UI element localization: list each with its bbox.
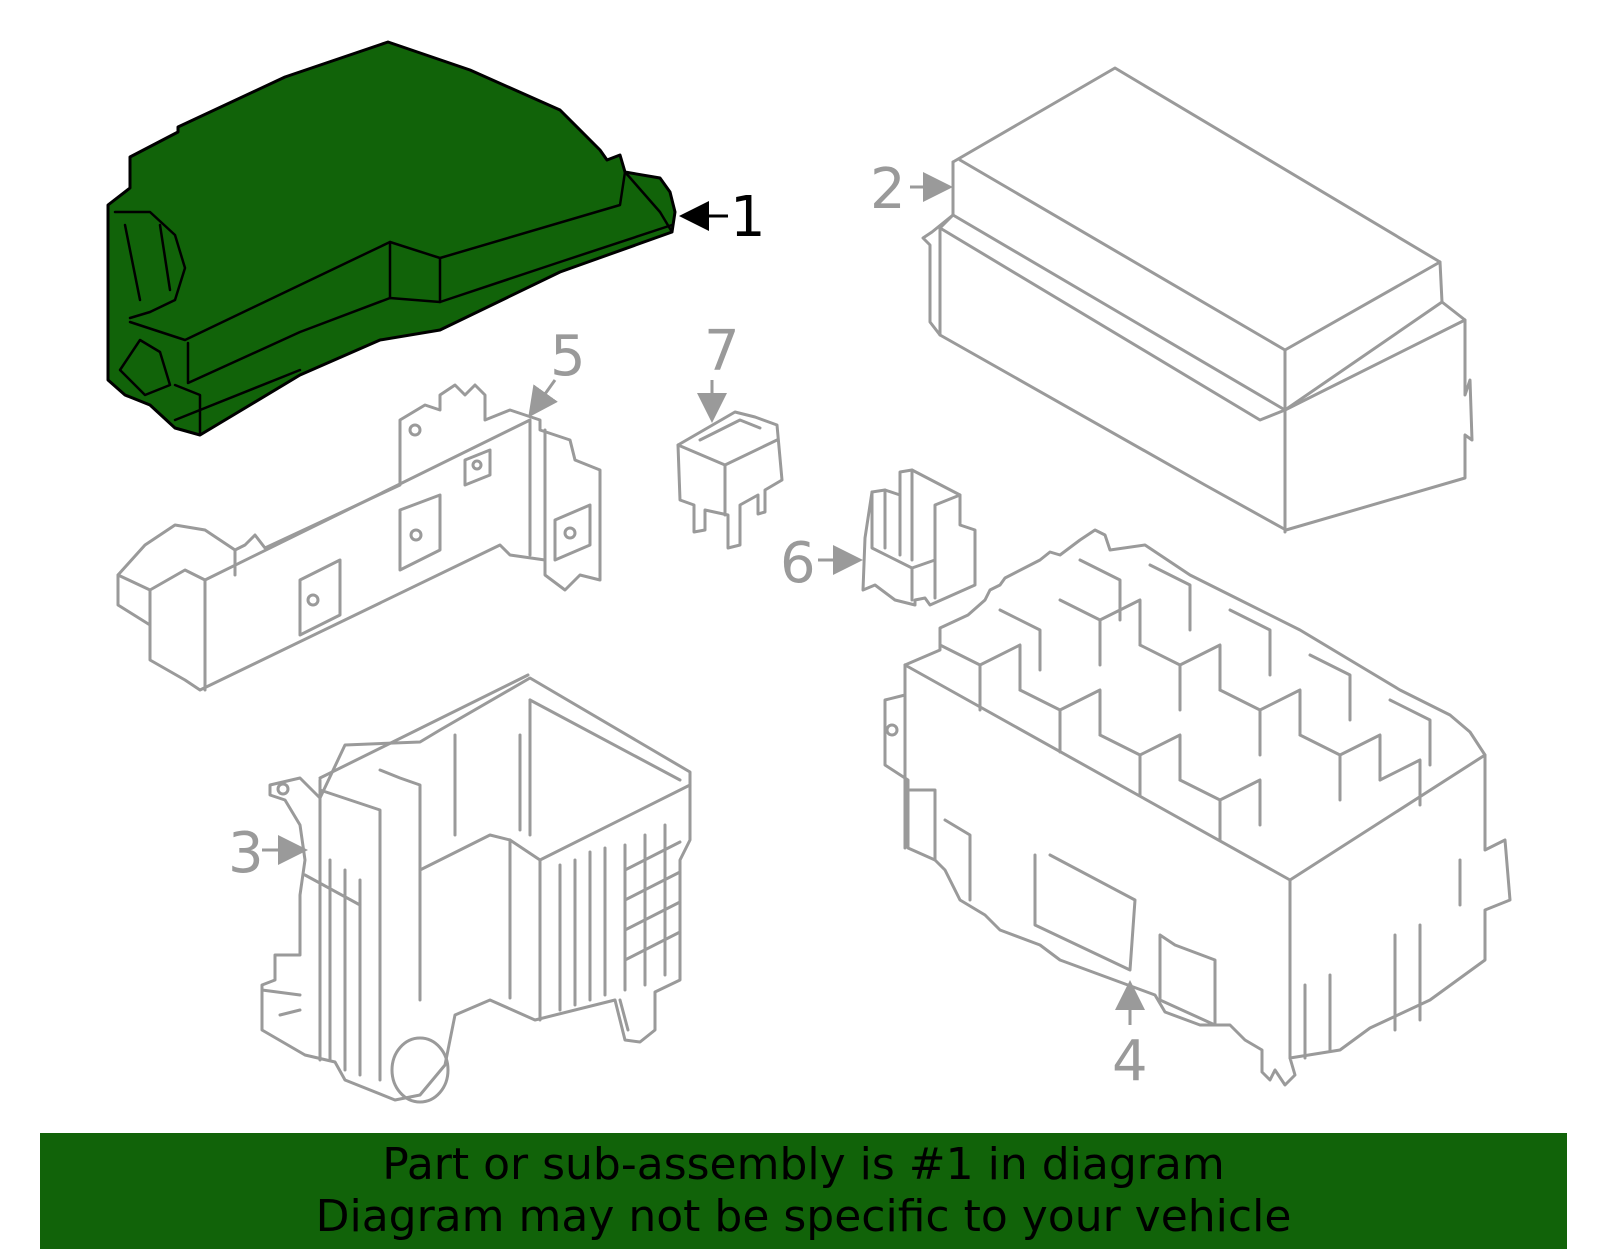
- info-banner: Part or sub-assembly is #1 in diagram Di…: [40, 1133, 1567, 1249]
- part-3-tray[interactable]: [260, 673, 692, 1104]
- banner-line-2: Diagram may not be specific to your vehi…: [315, 1191, 1292, 1242]
- callout-6[interactable]: 6: [780, 531, 816, 596]
- callout-2[interactable]: 2: [870, 157, 906, 222]
- callout-7[interactable]: 7: [704, 319, 740, 384]
- leader-5: [528, 379, 558, 418]
- callout-4[interactable]: 4: [1112, 1029, 1148, 1094]
- part-4-fuse-block[interactable]: [883, 528, 1512, 1087]
- callout-1[interactable]: 1: [730, 185, 766, 250]
- part-7-relay[interactable]: [676, 410, 784, 550]
- banner-line-1: Part or sub-assembly is #1 in diagram: [382, 1139, 1225, 1190]
- callout-5[interactable]: 5: [550, 324, 586, 389]
- part-6-holder[interactable]: [861, 468, 977, 607]
- part-1-cover[interactable]: [106, 40, 677, 437]
- callout-3[interactable]: 3: [228, 821, 264, 886]
- part-2-upper-cover[interactable]: [921, 66, 1474, 534]
- part-5-bracket[interactable]: [116, 383, 602, 692]
